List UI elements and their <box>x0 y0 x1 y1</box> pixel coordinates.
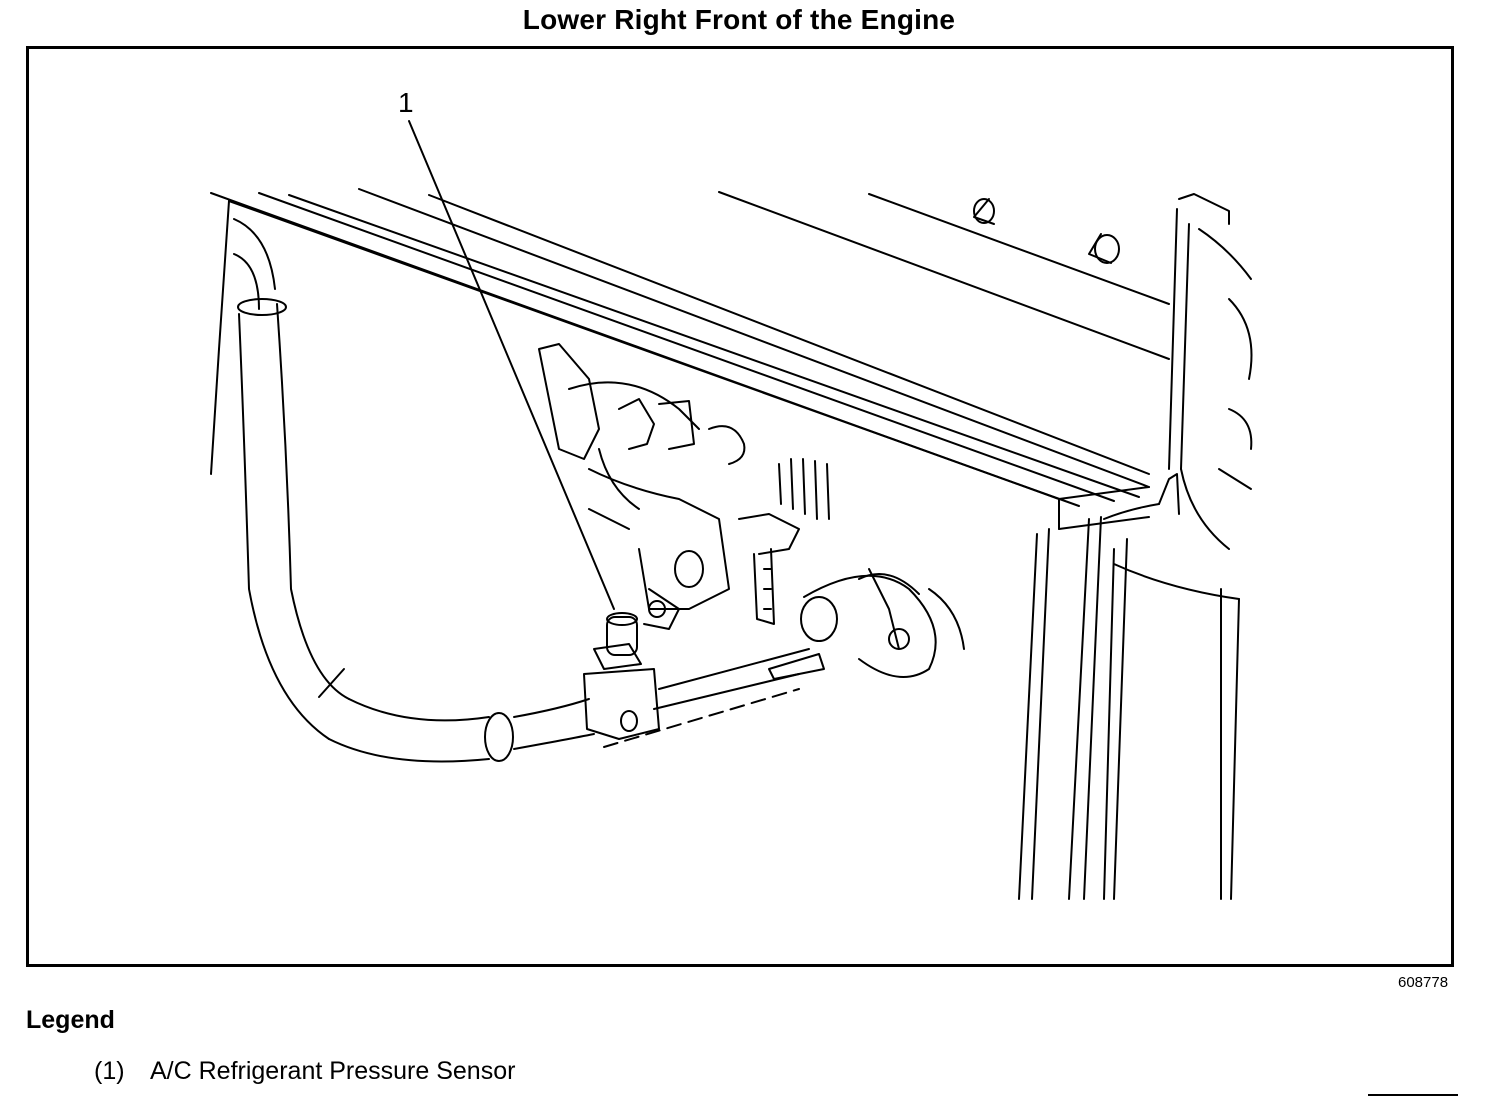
legend-item-text: A/C Refrigerant Pressure Sensor <box>150 1057 516 1085</box>
panel-lines <box>210 188 1170 530</box>
refrigerant-hose <box>233 218 595 763</box>
figure-id: 608778 <box>1398 974 1449 991</box>
sensor-fitting <box>583 612 825 748</box>
illustration-frame <box>26 46 1454 967</box>
engine-components <box>538 343 965 678</box>
callout-label-1: 1 <box>398 87 414 118</box>
page-rule <box>1368 1094 1458 1096</box>
legend-item: (1) A/C Refrigerant Pressure Sensor <box>94 1057 515 1086</box>
engine-illustration <box>210 120 1253 900</box>
diagram-title: Lower Right Front of the Engine <box>522 4 956 35</box>
legend-heading: Legend <box>26 1006 115 1034</box>
callout-1-leader <box>408 120 615 610</box>
legend-item-number: (1) <box>94 1057 125 1085</box>
radiator-panel <box>1018 473 1240 900</box>
upper-right-fittings <box>973 193 1253 550</box>
